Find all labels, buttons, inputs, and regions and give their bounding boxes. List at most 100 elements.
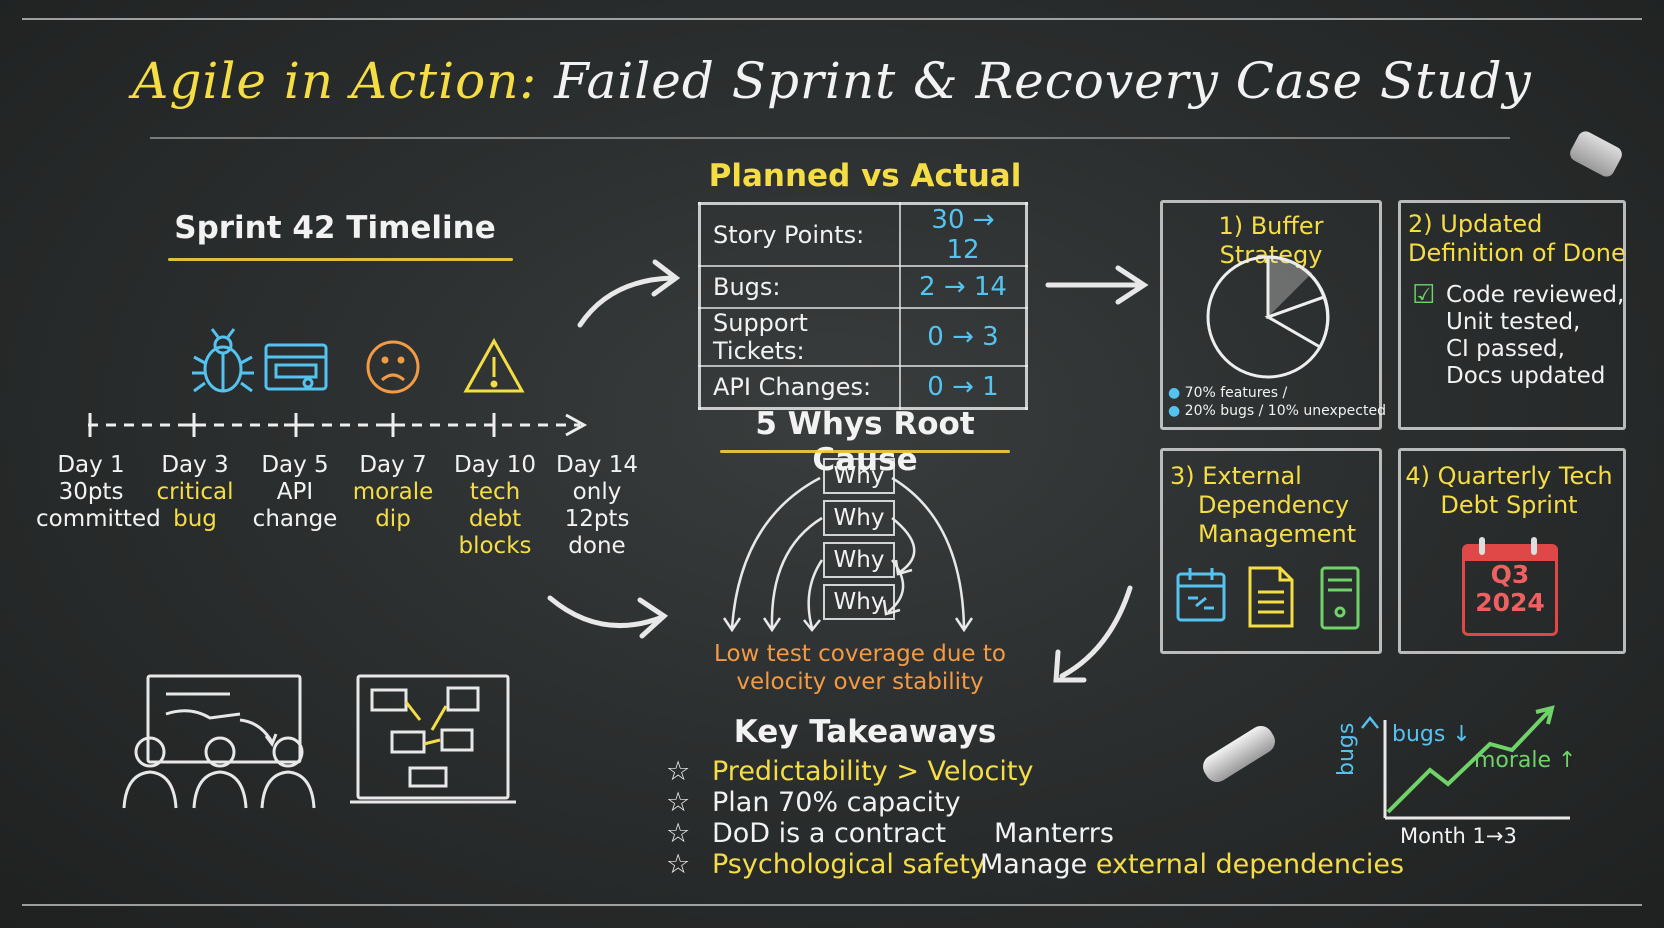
day-note: bug: [173, 506, 217, 532]
takeaway-text: Predictability > Velocity: [712, 756, 1034, 787]
team-sketches: [122, 674, 516, 809]
takeaway-item-4: ☆Psychological safety: [666, 849, 986, 880]
kanban-board-sketch: [350, 674, 516, 804]
pie-slice-hatched: [1268, 256, 1312, 317]
day-note: API: [276, 479, 314, 505]
timeline-arrow: [565, 413, 588, 437]
server-icon: [1320, 566, 1360, 630]
table-row: Bugs:2 → 14: [698, 265, 1028, 309]
star-icon: ☆: [666, 756, 691, 787]
takeaway-extra: Manterrs: [994, 818, 1114, 849]
calendar-icon: [1176, 568, 1226, 622]
root-cause-line: velocity over stability: [736, 669, 984, 695]
why-box-3: Why: [823, 542, 895, 578]
document-icon: [1248, 566, 1294, 628]
checkbox-icon: ☑: [1412, 280, 1436, 310]
takeaway-text: Plan 70% capacity: [712, 787, 961, 818]
takeaway-text: DoD is a contract: [712, 818, 947, 849]
trend-morale-label: morale ↑: [1474, 748, 1577, 773]
day-note: critical: [156, 479, 234, 505]
star-icon: ☆: [666, 787, 691, 818]
external-title: 3) External Dependency Management: [1170, 462, 1356, 549]
team-meeting-sketch: [122, 674, 316, 809]
planned-heading: Planned vs Actual: [708, 158, 1022, 194]
arrow-head: [637, 597, 669, 639]
panel-definition-of-done: [1398, 200, 1626, 430]
timeline-day-3: Day 3 critical bug: [140, 452, 250, 533]
calendar-icon: Q3 2024: [1462, 537, 1558, 636]
panel-external-dependency: [1160, 448, 1382, 654]
star-icon: ☆: [666, 818, 691, 849]
whys-heading-underline: [720, 450, 1010, 453]
day-note: morale: [352, 479, 434, 505]
panel-tech-debt-sprint: [1398, 448, 1626, 654]
arrow-from-panels: [1059, 585, 1133, 679]
frame-top-line: [22, 18, 1642, 20]
star-icon: ☆: [666, 849, 691, 880]
pie-slice-unexpected: [1264, 295, 1330, 350]
techdebt-title-line: Debt Sprint: [1440, 491, 1578, 519]
day-note: 30pts: [58, 479, 124, 505]
arrow-to-whys: [547, 595, 663, 629]
day-note: change: [252, 506, 338, 532]
dod-item: Code reviewed,: [1446, 282, 1625, 308]
table-row: Support Tickets:0 → 3: [698, 307, 1028, 367]
sad-face-icon: [366, 340, 420, 394]
techdebt-title-line: 4) Quarterly Tech: [1405, 462, 1613, 490]
external-icons: [1176, 566, 1360, 630]
takeaway-extra: Manage: [980, 849, 1088, 880]
day-note: blocks: [458, 533, 532, 559]
takeaways-heading: Key Takeaways: [733, 714, 997, 750]
api-icon: [264, 343, 328, 391]
row-value: 2 → 14: [899, 265, 1028, 309]
whys-arrows: [722, 476, 974, 633]
whys-heading: 5 Whys Root Cause: [755, 406, 975, 478]
takeaway-extra: external dependencies: [1095, 849, 1405, 880]
table-row: API Changes:0 → 1: [698, 365, 1028, 410]
day-note: 12pts: [564, 506, 630, 532]
day-label: Day 7: [359, 452, 427, 478]
legend-line: 20% bugs / 10% unexpected: [1184, 403, 1386, 419]
root-cause-line: Low test coverage due to: [714, 641, 1006, 667]
row-value: 0 → 1: [899, 365, 1028, 410]
title-part-1: Agile in Action:: [132, 52, 538, 110]
pie-slice-bugs: [1266, 255, 1326, 320]
dod-title-line: 2) Updated: [1408, 210, 1543, 238]
title-part-2: Failed Sprint & Recovery Case Study: [554, 52, 1532, 110]
day-note: only: [572, 479, 622, 505]
title-underline: [150, 137, 1510, 139]
buffer-strategy-title: 1) Buffer Strategy: [1218, 212, 1324, 269]
day-label: Day 1: [57, 452, 125, 478]
root-cause-text: Low test coverage due to velocity over s…: [690, 640, 1030, 696]
row-value: 30 → 12: [899, 202, 1028, 267]
planned-vs-actual-table: Story Points:30 → 12 Bugs:2 → 14 Support…: [698, 202, 1028, 410]
warning-icon: [463, 337, 525, 393]
timeline-heading: Sprint 42 Timeline: [174, 210, 496, 246]
calendar-year: 2024: [1475, 588, 1545, 617]
external-title-line: Dependency: [1198, 491, 1350, 519]
takeaway-item-3: ☆ DoD is a contract: [666, 818, 946, 849]
timeline-graphic: [88, 328, 588, 437]
trend-chart: [1361, 705, 1570, 820]
panel-buffer-strategy: [1160, 200, 1382, 430]
timeline-ticks: [88, 413, 496, 437]
trend-line: [1386, 708, 1552, 814]
timeline-day-10: Day 10 tech debt blocks: [440, 452, 550, 560]
buffer-pie-chart: [1206, 255, 1330, 379]
trend-y-label: bugs: [1334, 722, 1359, 776]
legend-line: 70% features /: [1184, 385, 1288, 401]
timeline-heading-underline: [168, 258, 513, 261]
day-label: Day 14: [556, 452, 638, 478]
chalk-stick-icon: [1198, 721, 1280, 787]
page-title: Agile in Action: Failed Sprint & Recover…: [0, 52, 1664, 110]
day-label: Day 3: [161, 452, 229, 478]
row-value: 0 → 3: [899, 307, 1028, 367]
trend-x-label: Month 1→3: [1400, 824, 1517, 848]
why-box-1: Why: [823, 458, 895, 494]
dod-checklist: ☑ Code reviewed, Unit tested, CI passed,…: [1412, 282, 1624, 390]
timeline-day-5: Day 5 API change: [240, 452, 350, 533]
row-label: Story Points:: [698, 202, 901, 267]
day-note: committed: [36, 506, 161, 532]
arrow-head: [651, 259, 681, 297]
